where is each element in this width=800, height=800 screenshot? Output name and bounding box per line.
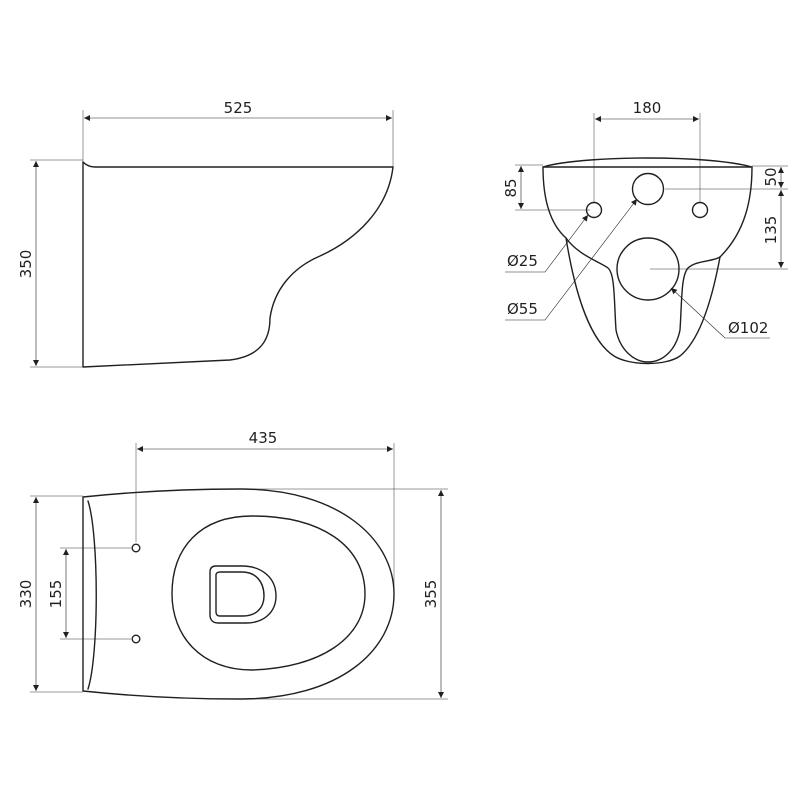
top-view-outline	[82, 488, 395, 700]
top-view: 435 330 155 355	[17, 429, 448, 700]
seat-fixing-hole-top	[131, 543, 141, 553]
rear-outlet-offset-label: 135	[762, 216, 780, 245]
seat-fixing-hole-bottom	[131, 634, 141, 644]
bowl-drain-inner	[215, 571, 265, 617]
top-total-length-label: 355	[422, 580, 440, 609]
bowl-drain	[209, 565, 277, 624]
rear-spacing-label: 180	[633, 99, 662, 117]
outlet-leader	[670, 287, 770, 339]
top-view-rim-edge	[87, 500, 97, 690]
top-width-label: 330	[17, 580, 35, 609]
rear-view-inner-channel	[565, 237, 721, 363]
side-width-label: 525	[224, 99, 253, 117]
water-inlet	[631, 172, 665, 206]
fixing-hole-right	[691, 201, 709, 219]
inlet-label: Ø55	[507, 300, 538, 318]
top-length-label: 435	[249, 429, 278, 447]
rear-top-offset-label: 50	[762, 167, 780, 186]
side-height-label: 350	[17, 250, 35, 279]
outlet-label: Ø102	[728, 319, 768, 337]
side-view: 525 350	[17, 99, 394, 368]
fixing-hole-label: Ø25	[507, 252, 538, 270]
rear-view: 180 85 50 135 Ø25 Ø55 Ø102	[502, 99, 788, 365]
rear-view-outline	[542, 157, 753, 365]
fixing-hole-leader	[505, 214, 589, 273]
inlet-leader	[505, 198, 638, 321]
bowl-opening	[171, 515, 366, 671]
side-view-outline	[82, 161, 394, 368]
rear-fix-offset-label: 85	[502, 178, 520, 197]
seat-fix-spacing-label: 155	[47, 580, 65, 609]
